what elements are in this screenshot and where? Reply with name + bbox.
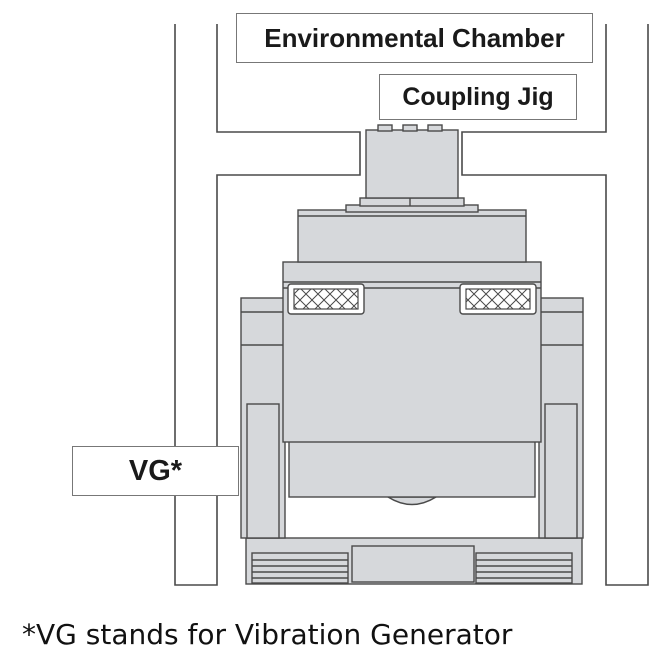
vg-label: VG* xyxy=(72,446,239,496)
vg-base-inner xyxy=(351,545,475,583)
vg-vent-left xyxy=(287,283,365,315)
vg-lower-body xyxy=(288,439,536,498)
chamber-right-wall xyxy=(461,24,649,586)
vg-trunnion-left xyxy=(240,297,286,539)
vg-lower-dome xyxy=(385,496,439,506)
vg-upper-body xyxy=(297,209,527,263)
coupling-jig xyxy=(365,129,459,199)
environmental-chamber xyxy=(174,24,649,586)
vg-vent-right xyxy=(459,283,537,315)
coupling-jig-label: Coupling Jig xyxy=(379,74,577,120)
environmental-chamber-label: Environmental Chamber xyxy=(236,13,593,63)
vg-foot-left xyxy=(251,552,349,584)
vg-trunnion-right xyxy=(538,297,584,539)
footnote: *VG stands for Vibration Generator xyxy=(22,618,513,651)
chamber-left-wall xyxy=(174,24,361,586)
vibration-generator xyxy=(240,124,584,585)
vg-foot-right xyxy=(475,552,573,584)
